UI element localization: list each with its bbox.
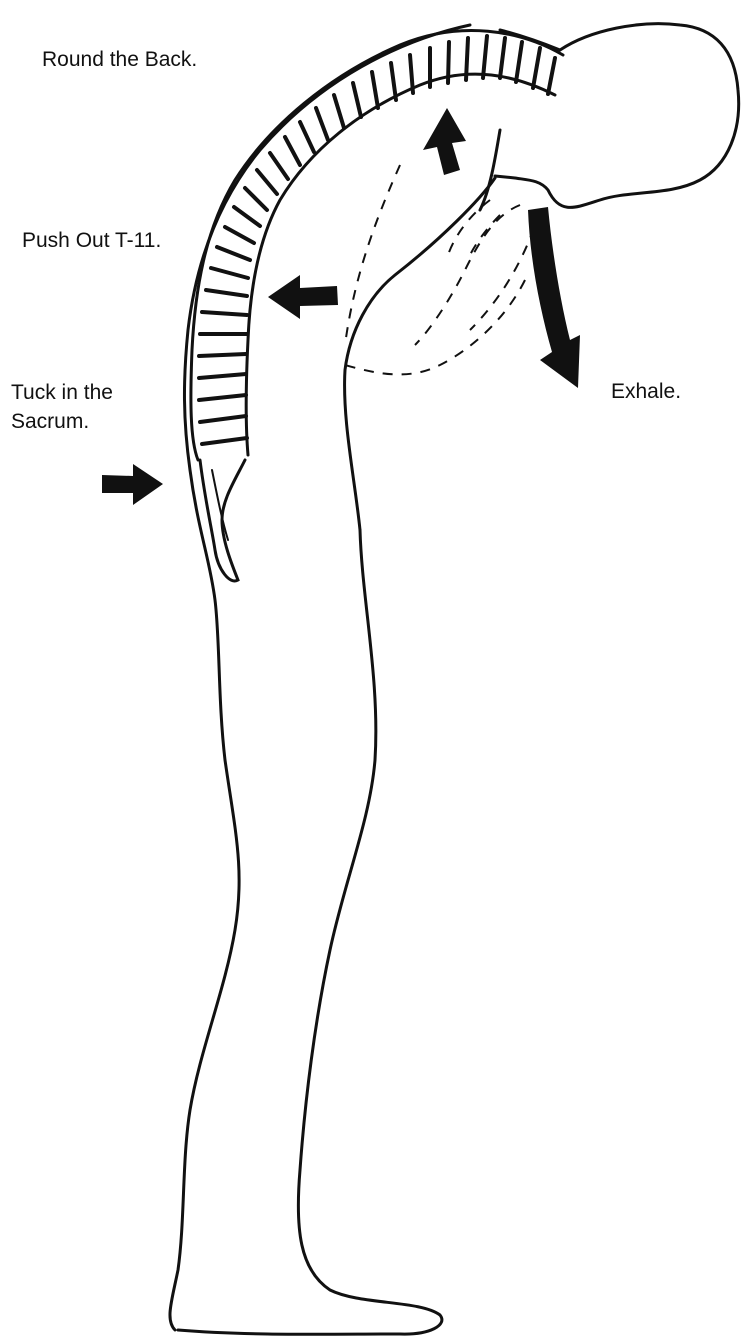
label-round-back: Round the Back. [42, 45, 197, 74]
label-tuck-line1: Tuck in the [11, 378, 161, 407]
label-tuck-sacrum: Tuck in the Sacrum. [11, 378, 161, 436]
dashed-line-5 [345, 280, 525, 374]
head-outline [495, 24, 739, 208]
upper-arm-line [480, 130, 500, 210]
front-torso [345, 178, 495, 530]
arrow-right-icon [102, 464, 163, 505]
arrow-left-icon [268, 275, 338, 319]
label-exhale: Exhale. [611, 377, 681, 406]
curved-arrow-down-icon [528, 207, 580, 388]
label-tuck-line2: Sacrum. [11, 407, 161, 436]
spine [191, 31, 563, 581]
label-push-out: Push Out T-11. [22, 226, 161, 255]
dashed-breath-lines [345, 165, 540, 374]
dashed-line-2 [415, 205, 520, 345]
arrow-up-left-icon [423, 108, 466, 175]
spine-inner [246, 74, 555, 455]
vertebrae-segments [199, 36, 555, 444]
dashed-line-1 [345, 165, 400, 345]
